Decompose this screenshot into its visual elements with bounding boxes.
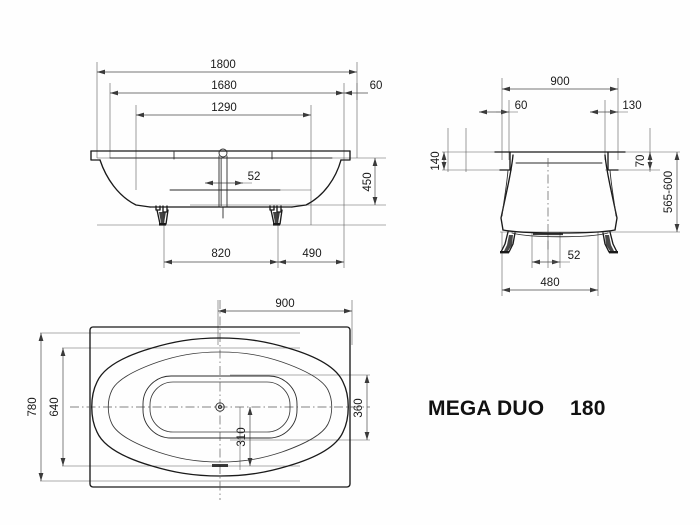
front-waste-overflow-assembly: [218, 148, 228, 219]
front-foot-right: [269, 205, 283, 226]
dimension-front-450: 450: [362, 158, 378, 205]
dimension-front-490: 490: [278, 248, 344, 265]
dimension-label: 60: [370, 80, 383, 92]
plan-drain-outlet: [215, 402, 225, 412]
drawing-title: MEGA DUO 180: [428, 397, 606, 420]
dimension-side-480: 480: [502, 277, 598, 293]
plan-bowl-outline: [91, 337, 349, 477]
dimension-label: 780: [27, 397, 39, 416]
front-support-feet: [155, 205, 283, 226]
side-support-feet: [500, 231, 618, 254]
dimension-label: 480: [540, 277, 559, 289]
plan-top-view: 900 780 640 360 310: [27, 298, 370, 500]
dimension-label: 130: [622, 100, 641, 112]
dimension-side-140: 140: [430, 151, 447, 171]
dimension-label: 1680: [211, 80, 237, 92]
dimension-side-60: 60: [479, 100, 528, 115]
dimension-label: 60: [515, 100, 528, 112]
dimension-label: 70: [635, 155, 647, 168]
front-elevation-view: 1800 1680 1290 60 52: [90, 59, 386, 268]
dimension-label: 565-600: [663, 171, 675, 213]
dimension-front-1680: 1680: [110, 80, 344, 96]
dimension-label: 140: [430, 151, 442, 170]
plan-extension-lines: [40, 300, 370, 482]
side-tub-body: [494, 151, 626, 234]
dimension-side-130: 130: [590, 100, 642, 115]
dimension-side-70: 70: [635, 152, 653, 170]
dimension-label: 640: [49, 397, 61, 416]
dimension-front-60: 60: [344, 80, 383, 96]
dimension-label: 490: [302, 248, 321, 260]
title-size-label: 180: [570, 397, 606, 420]
dimension-front-1800: 1800: [97, 59, 357, 75]
front-rim-ticks: [173, 151, 273, 160]
plan-overflow-marker: [212, 464, 228, 467]
dimension-front-52: 52: [205, 171, 261, 186]
dimension-label: 1800: [210, 59, 236, 71]
dimension-label: 52: [568, 250, 581, 262]
side-elevation-view: 900 60 130 140 70: [430, 76, 680, 296]
title-product-label: MEGA DUO: [428, 397, 544, 420]
dimension-plan-900: 900: [218, 298, 352, 314]
dimension-label: 900: [550, 76, 569, 88]
dimension-plan-640: 640: [49, 348, 66, 466]
dimension-front-1290: 1290: [136, 102, 311, 118]
dimension-plan-780: 780: [27, 333, 44, 481]
dimension-label: 820: [211, 248, 230, 260]
dimension-label: 52: [248, 171, 261, 183]
dimension-front-820: 820: [164, 248, 278, 265]
dimension-side-900: 900: [502, 76, 618, 92]
dimension-label: 310: [236, 427, 248, 446]
dimension-side-565-600: 565-600: [663, 152, 680, 232]
side-foot-right: [602, 231, 618, 254]
dimension-side-52: 52: [532, 250, 581, 265]
side-foot-left: [500, 231, 516, 254]
side-extension-lines: [442, 78, 680, 296]
plan-centerlines: [70, 300, 370, 500]
front-foot-left: [155, 205, 169, 226]
dimension-label: 360: [353, 398, 365, 417]
dimension-plan-360: 360: [353, 375, 370, 440]
plan-intermediate-contour: [107, 351, 333, 463]
dimension-label: 450: [362, 172, 374, 191]
dimension-label: 1290: [211, 102, 237, 114]
dimension-label: 900: [275, 298, 294, 310]
dimension-plan-310: 310: [236, 407, 253, 466]
plan-floor-outline: [142, 375, 298, 439]
